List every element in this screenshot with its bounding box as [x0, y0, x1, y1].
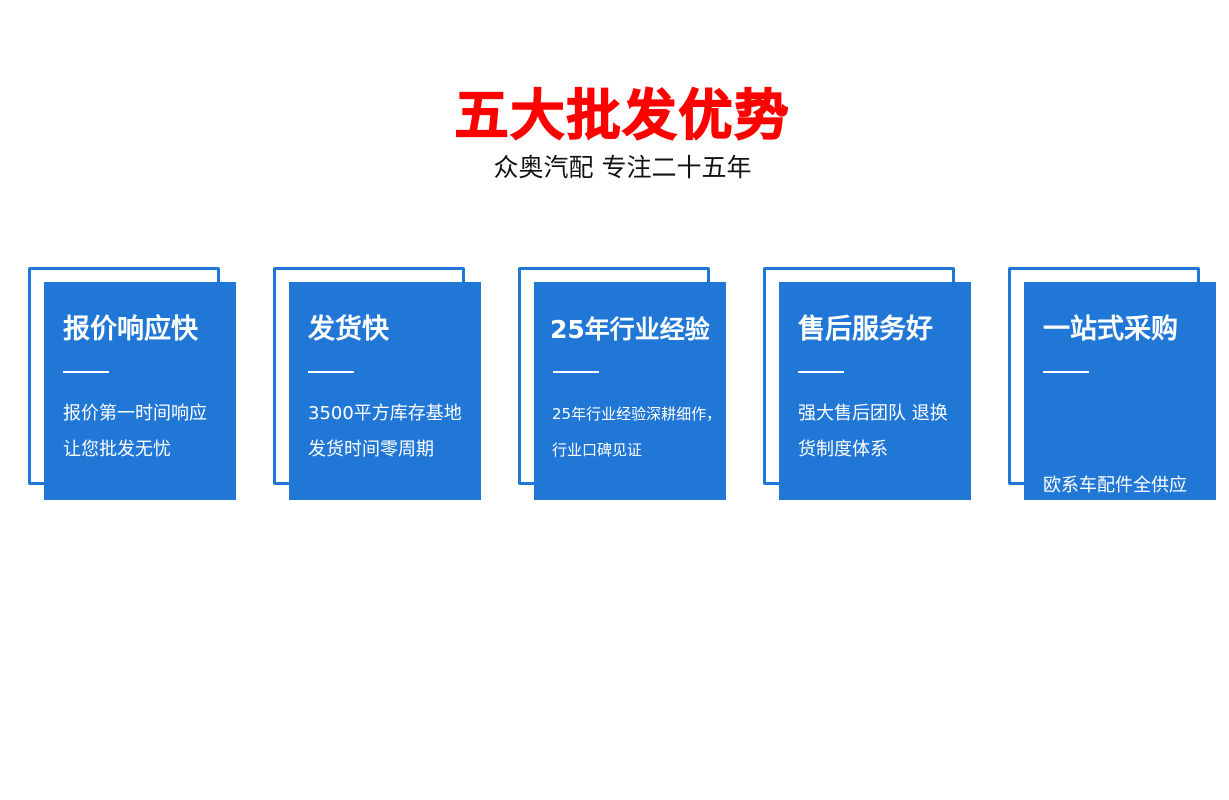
card-title: 一站式采购	[1043, 314, 1178, 345]
card-description: 3500平方库存基地 发货时间零周期	[308, 396, 480, 468]
card-title: 25年行业经验	[550, 315, 710, 344]
card-description-line: 让您批发无忧	[63, 439, 171, 460]
card-title: 报价响应快	[63, 314, 198, 345]
card-description-line: 强大售后团队 退换	[798, 403, 948, 424]
card-divider	[63, 371, 109, 373]
card-description-line: 发货时间零周期	[308, 439, 434, 460]
card-panel: 售后服务好 强大售后团队 退换 货制度体系	[779, 282, 971, 500]
advantage-card-quote: 报价响应快 报价第一时间响应 让您批发无忧	[28, 267, 238, 501]
card-description: 25年行业经验深耕细作， 行业口碑见证	[552, 396, 724, 468]
advantage-card-one-stop: 一站式采购 欧系车配件全供应 链 一站式采购平台	[1008, 267, 1218, 604]
card-description-line: 货制度体系	[798, 439, 888, 460]
advantage-card-shipping: 发货快 3500平方库存基地 发货时间零周期	[273, 267, 483, 501]
card-description: 报价第一时间响应 让您批发无忧	[63, 396, 235, 468]
page-title: 五大批发优势	[454, 83, 791, 148]
card-description-line: 25年行业经验深耕细作，	[552, 405, 722, 423]
card-divider	[308, 371, 354, 373]
card-description-line: 3500平方库存基地	[308, 403, 462, 424]
card-divider	[798, 371, 844, 373]
card-description: 强大售后团队 退换 货制度体系	[798, 396, 970, 468]
card-description-line: 行业口碑见证	[552, 441, 643, 459]
card-panel: 25年行业经验 25年行业经验深耕细作， 行业口碑见证	[534, 282, 726, 500]
card-description-line: 欧系车配件全供应	[1043, 475, 1187, 496]
card-panel: 发货快 3500平方库存基地 发货时间零周期	[289, 282, 481, 500]
card-divider	[1043, 371, 1089, 373]
page-subtitle: 众奥汽配 专注二十五年	[493, 153, 752, 182]
card-description-line: 报价第一时间响应	[63, 403, 207, 424]
card-title: 售后服务好	[798, 314, 933, 345]
card-panel: 报价响应快 报价第一时间响应 让您批发无忧	[44, 282, 236, 500]
card-title: 发货快	[308, 314, 389, 345]
card-divider	[553, 371, 599, 373]
card-description: 欧系车配件全供应 链 一站式采购平台	[1043, 396, 1215, 684]
advantage-card-after-sales: 售后服务好 强大售后团队 退换 货制度体系	[763, 267, 973, 501]
advantage-card-experience: 25年行业经验 25年行业经验深耕细作， 行业口碑见证	[518, 267, 728, 501]
card-description-line: 链 一站式采购平台	[1043, 583, 1199, 604]
card-panel: 一站式采购 欧系车配件全供应 链 一站式采购平台	[1024, 282, 1216, 604]
